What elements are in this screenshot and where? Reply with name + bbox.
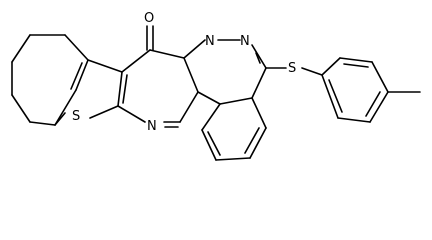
ring-nitrogen-n2-label: N	[240, 34, 250, 49]
molecule-svg: O N N N S S	[11, 11, 421, 161]
ring-nitrogen-n1-label: N	[205, 34, 215, 49]
thiophene-sulfur-label: S	[72, 109, 80, 124]
ring-nitrogen-n3-label: N	[147, 119, 157, 134]
carbonyl-oxygen-label: O	[144, 11, 154, 26]
bond-lines	[11, 25, 421, 161]
structure-drawing: O N N N S S	[11, 11, 421, 161]
thioether-sulfur-label: S	[288, 61, 296, 76]
